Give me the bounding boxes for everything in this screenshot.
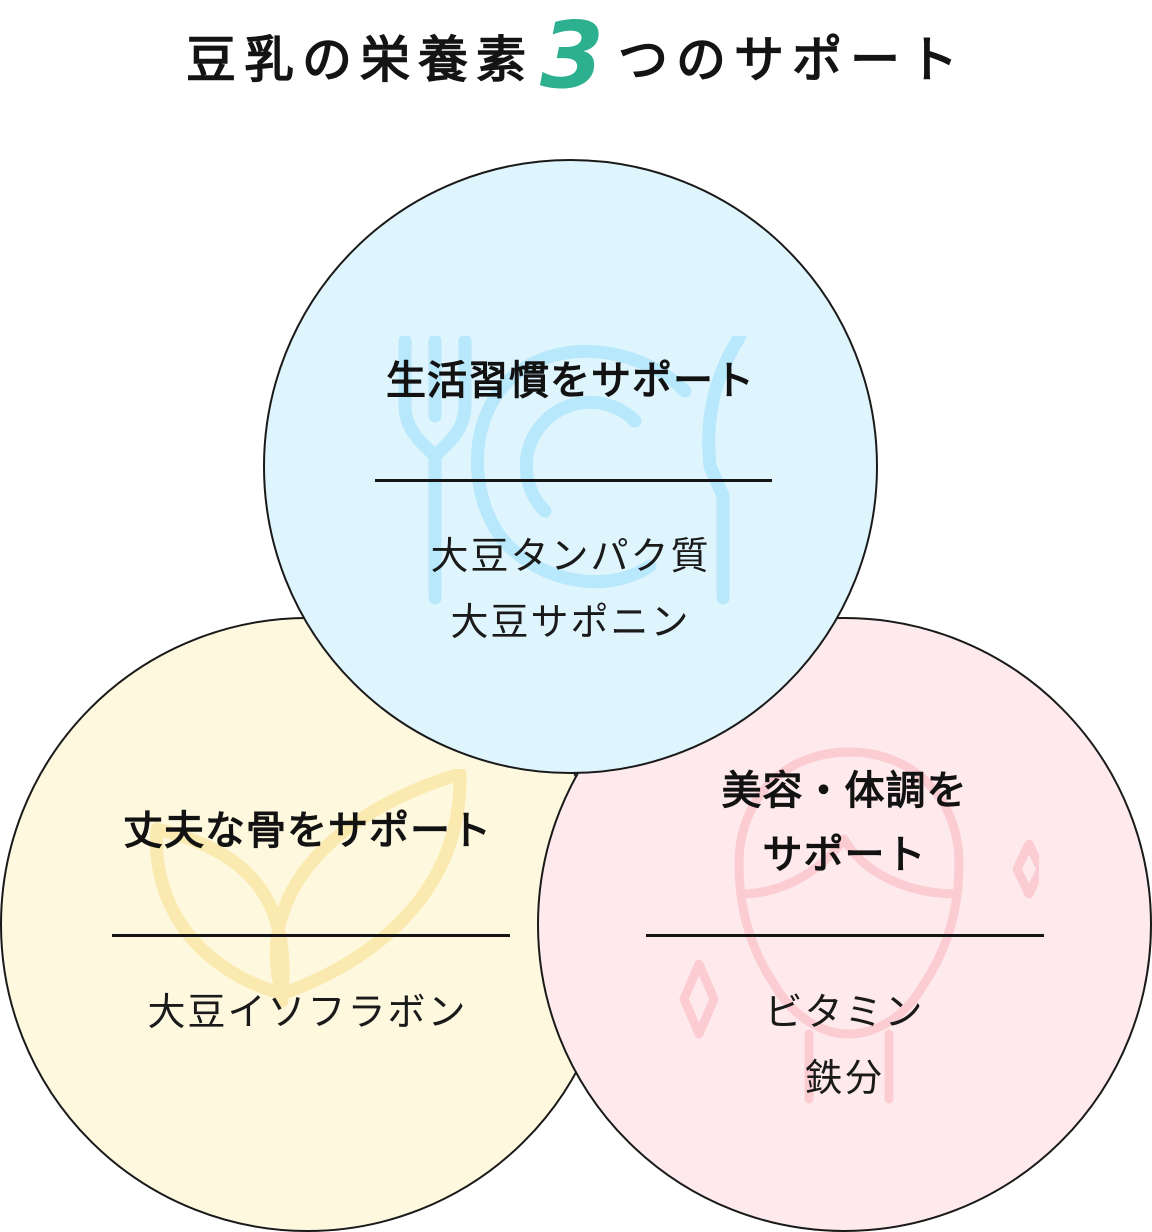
circle-right-title-line-1: 美容・体調を: [721, 768, 968, 814]
title-after: つのサポート: [618, 31, 966, 89]
circle-left-items: 大豆イソフラボン: [2, 979, 613, 1045]
circle-left-divider: [112, 934, 510, 937]
circle-top-title: 生活習慣をサポート: [265, 349, 876, 413]
circle-right-item: ビタミン: [764, 990, 925, 1034]
circle-top-divider: [375, 479, 772, 482]
circle-right-item: 鉄分: [804, 1056, 885, 1100]
circle-right-title-line-2: サポート: [762, 832, 927, 878]
circle-right-title: 美容・体調を サポート: [539, 759, 1150, 887]
circle-left-title-line: 丈夫な骨をサポート: [123, 808, 492, 854]
circle-left-item: 大豆イソフラボン: [147, 990, 468, 1034]
circle-right-items: ビタミン 鉄分: [539, 979, 1150, 1111]
circle-top-item: 大豆タンパク質: [430, 534, 711, 578]
circle-top-items: 大豆タンパク質 大豆サポニン: [265, 523, 876, 655]
title-number: 3: [539, 2, 604, 109]
circle-left-title: 丈夫な骨をサポート: [2, 799, 613, 863]
circle-top-title-line: 生活習慣をサポート: [386, 358, 755, 404]
title-before: 豆乳の栄養素: [185, 31, 534, 89]
circle-right-divider: [646, 934, 1044, 937]
circle-lifestyle-support: 生活習慣をサポート 大豆タンパク質 大豆サポニン: [263, 159, 878, 774]
circle-top-item: 大豆サポニン: [450, 600, 691, 644]
